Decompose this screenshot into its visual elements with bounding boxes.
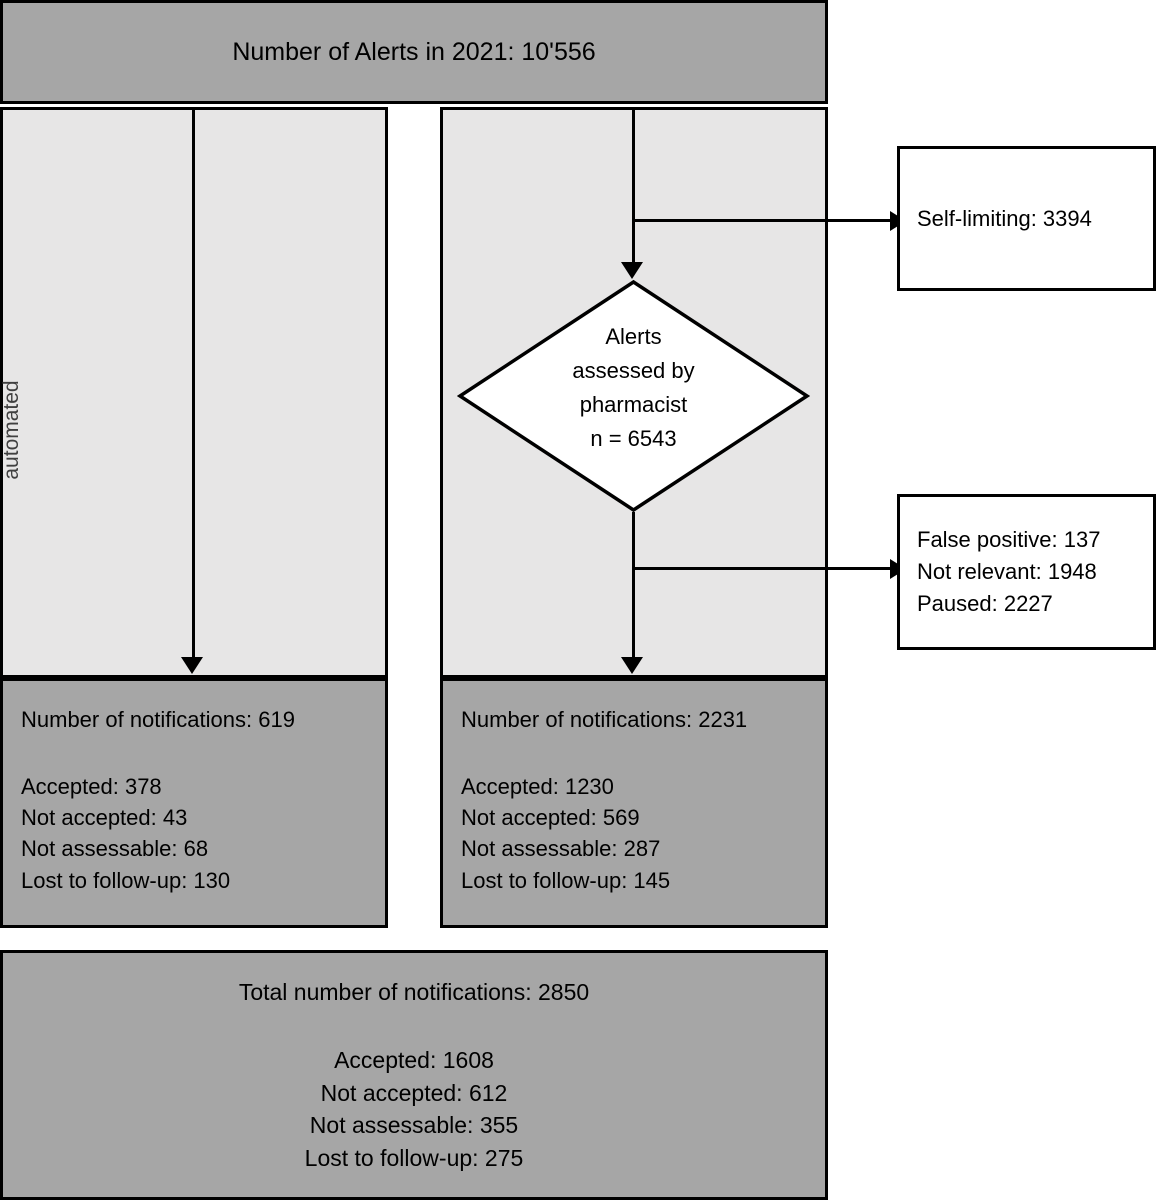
total-accepted: Accepted: 1608 bbox=[334, 1047, 494, 1073]
right-not-assessable: Not assessable: 287 bbox=[461, 836, 661, 862]
right-flow-line-to-diamond bbox=[632, 110, 635, 270]
decision-diamond bbox=[457, 279, 810, 513]
header-box: Number of Alerts in 2021: 10'556 bbox=[0, 0, 828, 104]
page-title: Number of Alerts in 2021: 10'556 bbox=[232, 38, 596, 66]
decision-line-1: Alerts bbox=[605, 324, 662, 349]
decision-line-4: n = 6543 bbox=[590, 426, 677, 452]
right-flow-line-to-notifications bbox=[632, 512, 635, 665]
excluded-branch-line bbox=[634, 567, 906, 570]
right-flow-arrowhead-to-notifications-icon bbox=[621, 657, 643, 674]
left-flow-arrowhead-icon bbox=[181, 657, 203, 674]
total-notifications-heading: Total number of notifications: 2850 bbox=[238, 979, 590, 1005]
self-limiting-branch-line bbox=[634, 219, 906, 222]
left-notifications-box: Number of notifications: 619 Accepted: 3… bbox=[0, 678, 388, 928]
left-flow-line bbox=[192, 110, 195, 665]
left-not-accepted: Not accepted: 43 bbox=[21, 805, 188, 831]
right-not-accepted: Not accepted: 569 bbox=[461, 805, 640, 831]
right-lost-to-follow-up: Lost to follow-up: 145 bbox=[461, 867, 671, 893]
excluded-reasons-text: False positive: 137 Not relevant: 1948 P… bbox=[900, 524, 1100, 620]
automated-pathway-label: automated bbox=[0, 380, 23, 480]
right-accepted: Accepted: 1230 bbox=[461, 774, 614, 799]
self-limiting-box: Self-limiting: 3394 bbox=[897, 146, 1156, 291]
decision-diamond-text: Alerts assessed by pharmacist n = 6543 bbox=[457, 320, 810, 456]
left-notifications-heading: Number of notifications: 619 bbox=[21, 707, 295, 732]
total-not-assessable: Not assessable: 355 bbox=[309, 1112, 519, 1139]
right-flow-arrowhead-to-diamond-icon bbox=[621, 262, 643, 279]
excluded-reasons-box: False positive: 137 Not relevant: 1948 P… bbox=[897, 494, 1156, 650]
self-limiting-label: Self-limiting: 3394 bbox=[917, 205, 1092, 231]
left-lost-to-follow-up: Lost to follow-up: 130 bbox=[21, 867, 231, 893]
total-not-accepted: Not accepted: 612 bbox=[320, 1079, 508, 1106]
left-accepted: Accepted: 378 bbox=[21, 774, 162, 799]
right-notifications-box: Number of notifications: 2231 Accepted: … bbox=[440, 678, 828, 928]
left-not-assessable: Not assessable: 68 bbox=[21, 836, 209, 862]
false-positive-label: False positive: 137 bbox=[917, 527, 1101, 553]
paused-label: Paused: 2227 bbox=[917, 590, 1053, 616]
decision-line-2: assessed by bbox=[572, 358, 695, 384]
total-lost-to-follow-up: Lost to follow-up: 275 bbox=[304, 1144, 524, 1171]
total-notifications-box: Total number of notifications: 2850 Acce… bbox=[0, 950, 828, 1200]
right-notifications-heading: Number of notifications: 2231 bbox=[461, 707, 748, 732]
not-relevant-label: Not relevant: 1948 bbox=[917, 559, 1097, 585]
decision-line-3: pharmacist bbox=[579, 392, 688, 418]
